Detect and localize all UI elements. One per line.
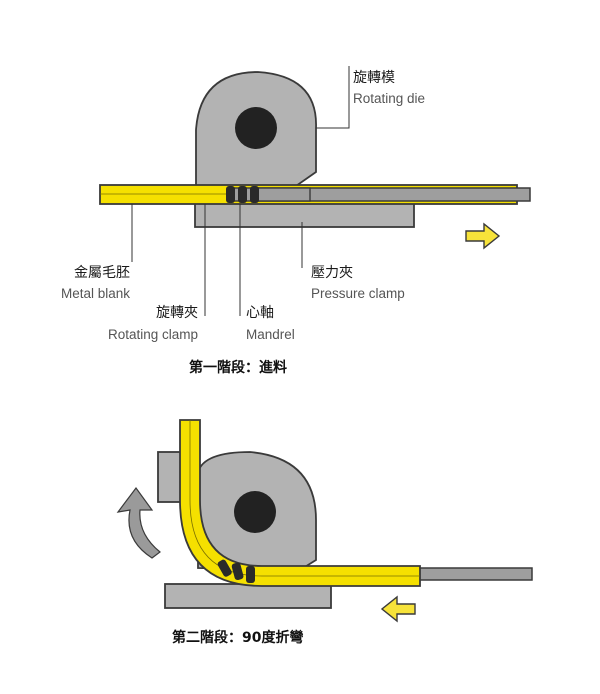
curved-arrow-up-icon <box>116 486 161 559</box>
mandrel-balls <box>226 186 259 203</box>
arrow-left-icon <box>380 595 416 623</box>
stage2-group: 第二階段：90度折彎 <box>116 419 533 646</box>
rotating-die <box>195 71 317 187</box>
leader-rotating-die <box>316 66 350 129</box>
rotating-die-2 <box>197 451 317 571</box>
die-hub <box>235 107 277 149</box>
die-hub-2 <box>234 491 276 533</box>
label-pressure-clamp-en: Pressure clamp <box>311 286 405 301</box>
mandrel-balls-2 <box>217 559 255 583</box>
bent-metal-blank <box>179 419 421 587</box>
label-rotating-die-en: Rotating die <box>353 91 425 106</box>
label-rotating-clamp-en: Rotating clamp <box>108 327 198 342</box>
arrow-right-icon <box>465 222 501 250</box>
pressure-clamp-block-2 <box>164 583 332 609</box>
label-metal-blank-en: Metal blank <box>61 286 130 301</box>
label-pressure-clamp-zh: 壓力夾 <box>311 265 353 281</box>
label-rotating-clamp-zh: 旋轉夾 <box>156 305 198 321</box>
label-rotating-die-zh: 旋轉模 <box>353 70 395 86</box>
label-mandrel-zh: 心軸 <box>246 305 274 321</box>
label-metal-blank-zh: 金屬毛胚 <box>74 265 130 281</box>
label-mandrel-en: Mandrel <box>246 327 295 342</box>
stage2-caption: 第二階段：90度折彎 <box>172 629 303 646</box>
stage1-group: 旋轉模 Rotating die 金屬毛胚 Metal blank 壓力夾 Pr… <box>61 66 531 376</box>
rotating-clamp-block <box>157 451 183 503</box>
stage1-caption: 第一階段：進料 <box>189 359 287 376</box>
